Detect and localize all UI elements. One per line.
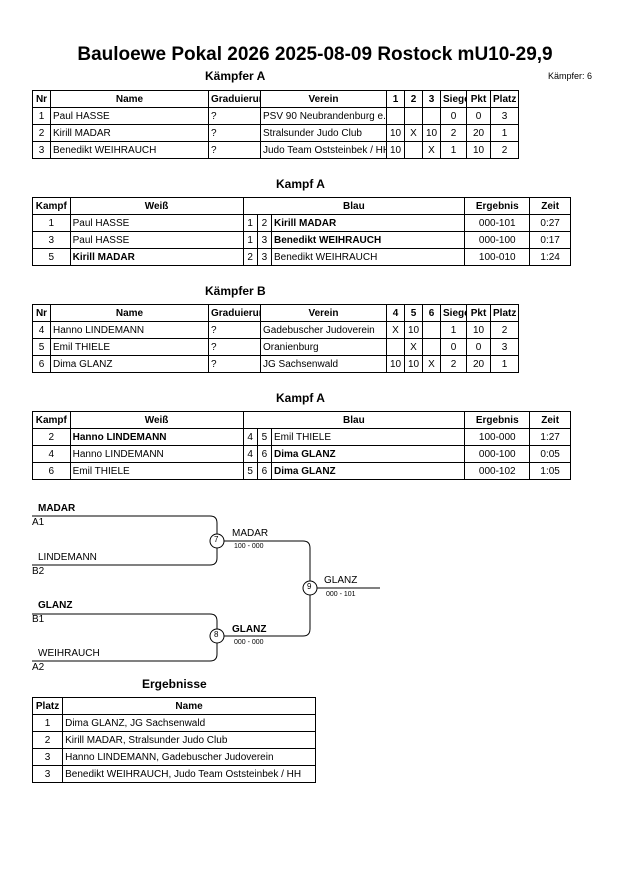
cell-zeit: 0:27	[529, 214, 571, 232]
bracket-player-2: LINDEMANN	[38, 552, 97, 563]
cell-ergebnis: 000-102	[464, 462, 531, 480]
cell-name: Benedikt WEIHRAUCH, Judo Team Oststeinbe…	[62, 765, 316, 783]
bracket-player-1: MADAR	[38, 503, 76, 514]
bracket-seed-2: B2	[32, 566, 45, 577]
column-header: Name	[62, 697, 316, 715]
cell-platz: 2	[490, 141, 519, 159]
pool-a-table: NrNameGraduierungVerein123SiegePktPlatz1…	[32, 90, 519, 159]
cell-nr: 6	[32, 355, 51, 373]
cell-n2: 5	[256, 428, 272, 446]
cell-n2: 6	[256, 462, 272, 480]
bracket-player-3: GLANZ	[38, 600, 73, 611]
cell-n2: 6	[256, 445, 272, 463]
pool-b-heading: Kämpfer B	[205, 284, 266, 298]
fights-b-heading: Kampf A	[276, 391, 325, 405]
fights-a-heading: Kampf A	[276, 177, 325, 191]
cell-ergebnis: 100-010	[464, 248, 531, 266]
match-7-score: 100 - 000	[234, 543, 264, 550]
fighters-count: Kämpfer: 6	[548, 71, 593, 81]
cell-grad: ?	[208, 141, 261, 159]
match-8-score: 000 - 000	[234, 639, 264, 646]
match-7-marker	[209, 533, 225, 549]
match-7-number: 7	[214, 535, 219, 544]
match-9-number: 9	[307, 582, 312, 591]
cell-platz: 3	[31, 765, 64, 783]
cell-zeit: 1:05	[529, 462, 571, 480]
match-9-score: 000 - 101	[326, 591, 356, 598]
match-9-marker	[302, 580, 318, 596]
bracket-player-4: WEIHRAUCH	[38, 648, 100, 659]
bracket-seed-1: A1	[32, 517, 45, 528]
pool-a-heading: Kämpfer A	[205, 69, 266, 83]
cell-r1: 10	[386, 141, 405, 159]
match-8-number: 8	[214, 630, 219, 639]
cell-zeit: 1:24	[529, 248, 571, 266]
match-8-marker	[209, 628, 225, 644]
cell-name: Kirill MADAR, Stralsunder Judo Club	[62, 731, 316, 749]
cell-name: Hanno LINDEMANN, Gadebuscher Judoverein	[62, 748, 316, 766]
cell-n1: 5	[242, 462, 258, 480]
cell-weiss: Kirill MADAR	[69, 248, 244, 266]
cell-platz: 1	[31, 714, 64, 732]
cell-siege: 1	[440, 141, 467, 159]
cell-platz: 3	[31, 748, 64, 766]
bracket-seed-3: B1	[32, 614, 45, 625]
cell-siege: 2	[440, 355, 467, 373]
match-9-winner: GLANZ	[324, 575, 358, 586]
bracket-seed-4: A2	[32, 662, 45, 673]
cell-name: Dima GLANZ, JG Sachsenwald	[62, 714, 316, 732]
page-title: Bauloewe Pokal 2026 2025-08-09 Rostock m…	[77, 44, 553, 65]
results-heading: Ergebnisse	[142, 677, 207, 691]
cell-platz: 1	[490, 355, 519, 373]
cell-r3: X	[422, 141, 441, 159]
cell-n2: 3	[256, 248, 272, 266]
cell-platz: 2	[31, 731, 64, 749]
match-7-winner: MADAR	[232, 528, 269, 539]
column-header: Platz	[31, 697, 64, 715]
match-8-winner: GLANZ	[232, 624, 267, 635]
pool-b-table: NrNameGraduierungVerein456SiegePktPlatz4…	[32, 304, 519, 373]
cell-kampf: 5	[32, 248, 71, 266]
